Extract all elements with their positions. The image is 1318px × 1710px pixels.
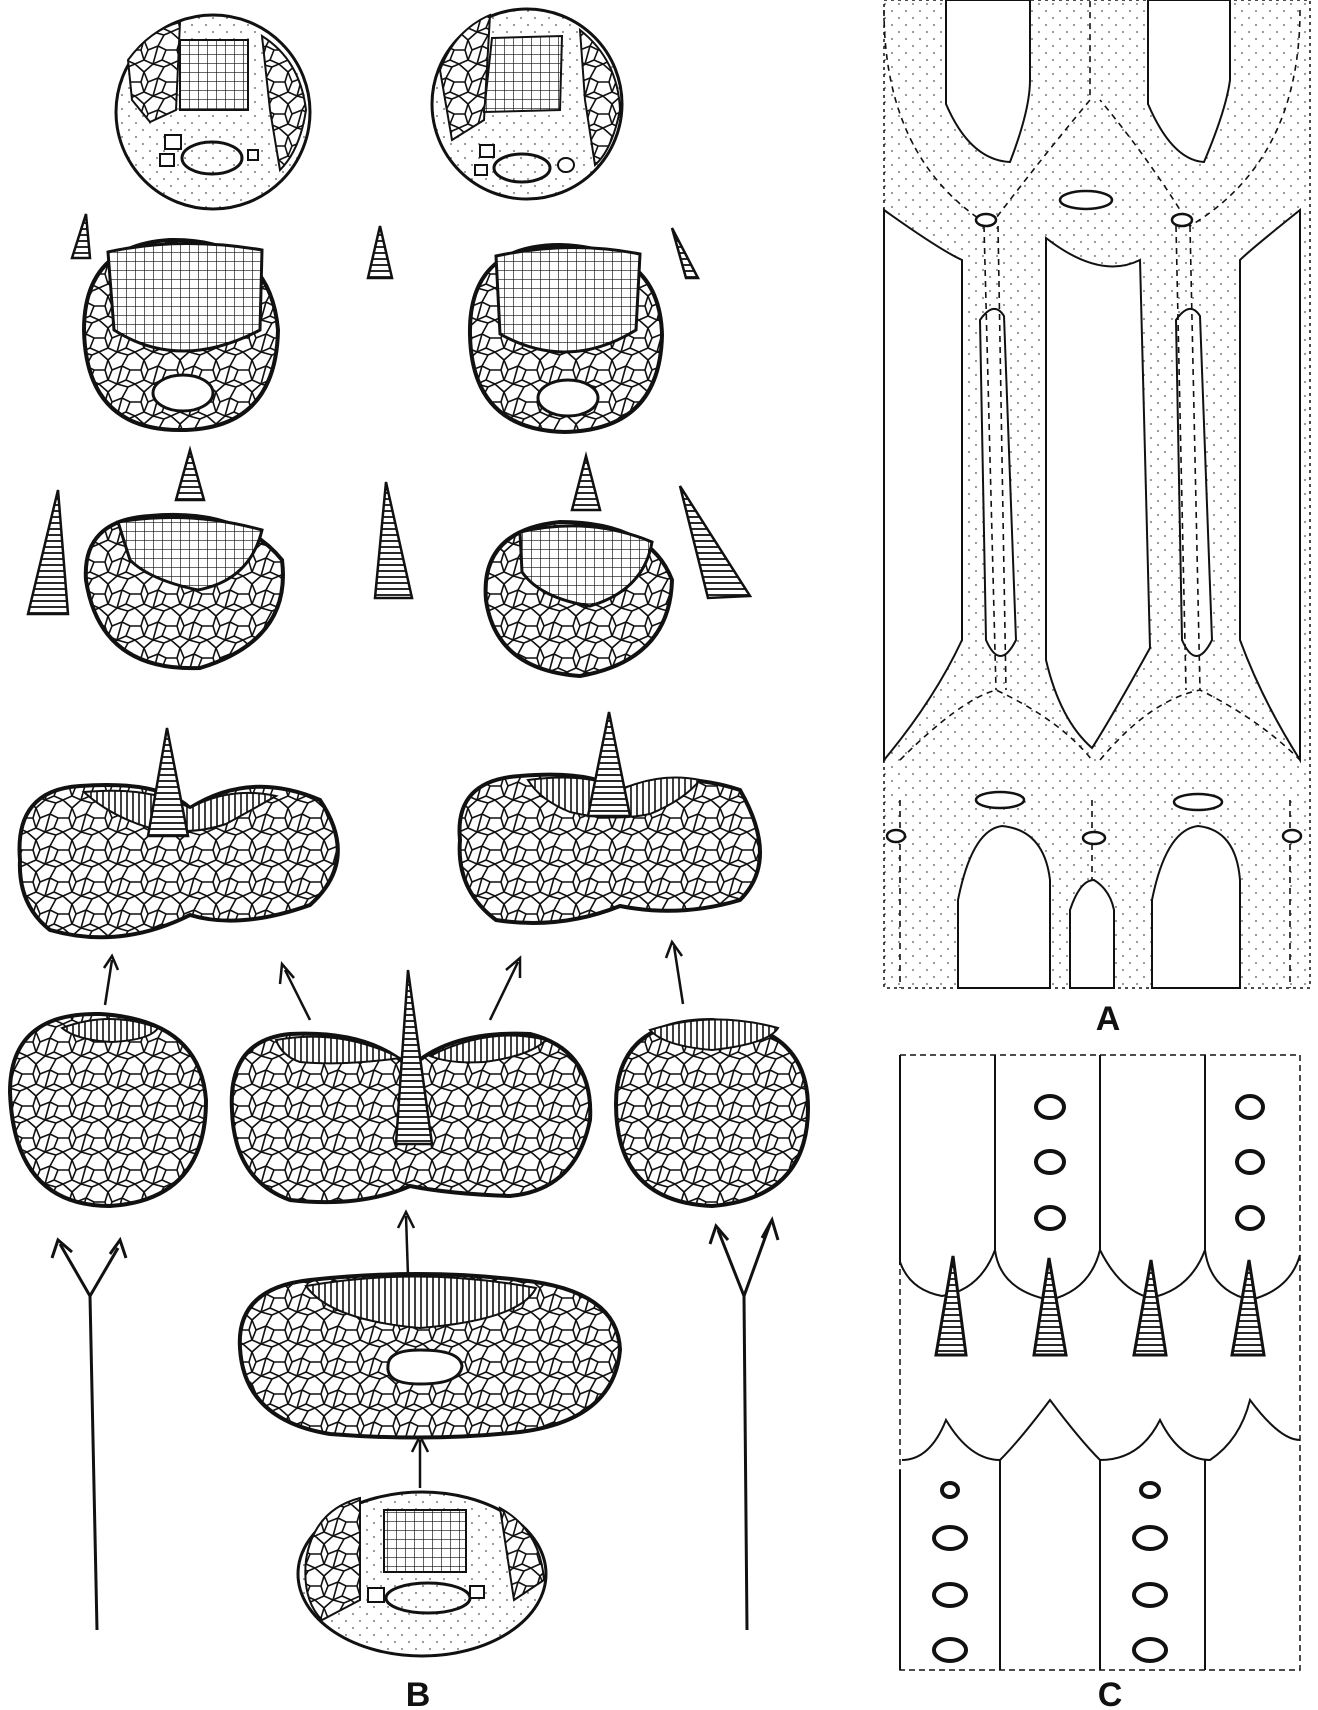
panel-b: B <box>10 9 808 1710</box>
shallow-cup-left <box>86 515 283 668</box>
panel-a: A <box>884 0 1310 1038</box>
cup-section-right <box>470 245 662 432</box>
cross-section-top-right <box>432 9 622 199</box>
dumbbell-center-with-spine <box>232 970 590 1202</box>
cross-section-top-left <box>116 15 310 209</box>
panel-label-b: B <box>406 1676 431 1710</box>
cross-section-bottom <box>298 1492 546 1656</box>
panel-label-a: A <box>1096 1000 1121 1038</box>
panel-c: C <box>900 1055 1300 1710</box>
arrows-up-to-dumbbells <box>104 942 683 1020</box>
shallow-cup-right <box>486 522 672 676</box>
elongated-vesicle <box>240 1274 620 1438</box>
vesicle-left <box>10 1014 206 1206</box>
panel-label-c: C <box>1098 1676 1123 1710</box>
vesicle-right <box>616 1019 808 1206</box>
dumbbell-with-spine-right <box>460 712 761 923</box>
dumbbell-with-spine-left <box>20 728 338 937</box>
cup-section-left <box>84 240 278 430</box>
